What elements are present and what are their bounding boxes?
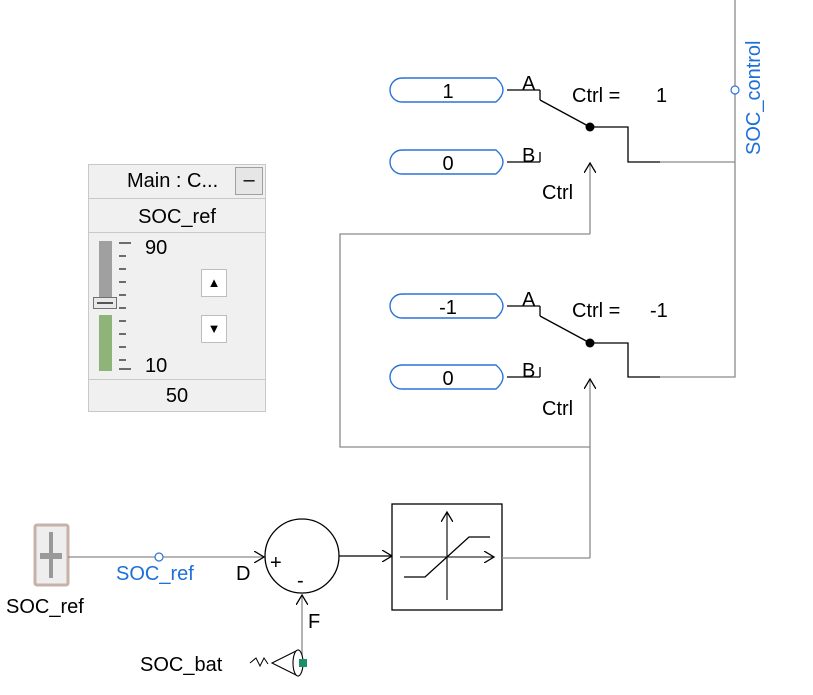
port-f: F bbox=[308, 611, 320, 633]
slider-max-label: 90 bbox=[145, 237, 168, 259]
switch-blade-top bbox=[539, 99, 591, 128]
switch-out-bottom bbox=[590, 342, 660, 378]
slider-thumb[interactable] bbox=[93, 297, 117, 309]
switch-blade-bottom bbox=[539, 315, 591, 344]
slider-name: SOC_ref bbox=[89, 201, 265, 233]
soc-control-label: SOC_control bbox=[743, 41, 765, 156]
slider-control-panel[interactable]: Main : C... – SOC_ref 90 10 ▲ ▼ 50 bbox=[88, 164, 266, 412]
decrement-button[interactable]: ▼ bbox=[201, 315, 227, 343]
sum-plus: + bbox=[270, 552, 282, 574]
ctrl-label-top: Ctrl bbox=[542, 182, 573, 204]
soc-bat-label: SOC_bat bbox=[140, 654, 223, 676]
ctrl-value-top: 1 bbox=[656, 85, 667, 107]
switch-out-top bbox=[590, 126, 660, 163]
ctrl-eq-bottom: Ctrl = bbox=[572, 300, 620, 322]
soc-control-node[interactable] bbox=[730, 85, 740, 95]
switch-bottom[interactable]: -1 A 0 B Ctrl = -1 Ctrl bbox=[389, 289, 668, 420]
source-0-top-value: 0 bbox=[442, 153, 453, 175]
source-neg1-value: -1 bbox=[439, 297, 457, 319]
ctrl-eq-top: Ctrl = bbox=[572, 85, 620, 107]
slider-track-upper[interactable] bbox=[99, 241, 112, 297]
increment-button[interactable]: ▲ bbox=[201, 269, 227, 297]
ctrl-label-bottom: Ctrl bbox=[542, 398, 573, 420]
wire-bus bbox=[660, 0, 736, 378]
triangle-up-icon: ▲ bbox=[207, 275, 221, 290]
slider-min-label: 10 bbox=[145, 355, 168, 377]
panel-title: Main : C... bbox=[127, 170, 219, 192]
switch-top[interactable]: 1 A 0 B Ctrl = 1 Ctrl bbox=[389, 73, 667, 204]
port-a-bottom: A bbox=[522, 289, 536, 311]
ctrl-value-bottom: -1 bbox=[650, 300, 668, 322]
panel-title-bar[interactable]: Main : C... – bbox=[89, 165, 265, 199]
port-a-top: A bbox=[522, 73, 536, 95]
slider-scale bbox=[119, 242, 131, 370]
source-1-value: 1 bbox=[442, 81, 453, 103]
sum-minus: - bbox=[297, 570, 304, 592]
source-1[interactable] bbox=[389, 77, 504, 103]
source-0-bottom[interactable] bbox=[389, 364, 504, 390]
port-b-bottom: B bbox=[522, 360, 535, 382]
ctrl-loop bbox=[339, 233, 590, 448]
port-d: D bbox=[236, 563, 250, 585]
slider-track-lower[interactable] bbox=[99, 315, 112, 371]
triangle-down-icon: ▼ bbox=[207, 321, 221, 336]
slider-value: 50 bbox=[89, 379, 265, 411]
source-0-top[interactable] bbox=[389, 149, 504, 175]
port-b-top: B bbox=[522, 145, 535, 167]
soc-ref-slider-label: SOC_ref bbox=[6, 596, 84, 618]
source-0-bottom-value: 0 bbox=[442, 368, 453, 390]
limiter-block[interactable] bbox=[391, 503, 503, 611]
source-neg1[interactable] bbox=[389, 293, 504, 319]
soc-ref-wire-label: SOC_ref bbox=[116, 563, 194, 585]
soc-ref-node[interactable] bbox=[154, 552, 164, 562]
minimize-button[interactable]: – bbox=[235, 167, 263, 195]
soc-bat-input[interactable] bbox=[249, 649, 307, 677]
soc-ref-slider-block[interactable] bbox=[33, 523, 70, 587]
